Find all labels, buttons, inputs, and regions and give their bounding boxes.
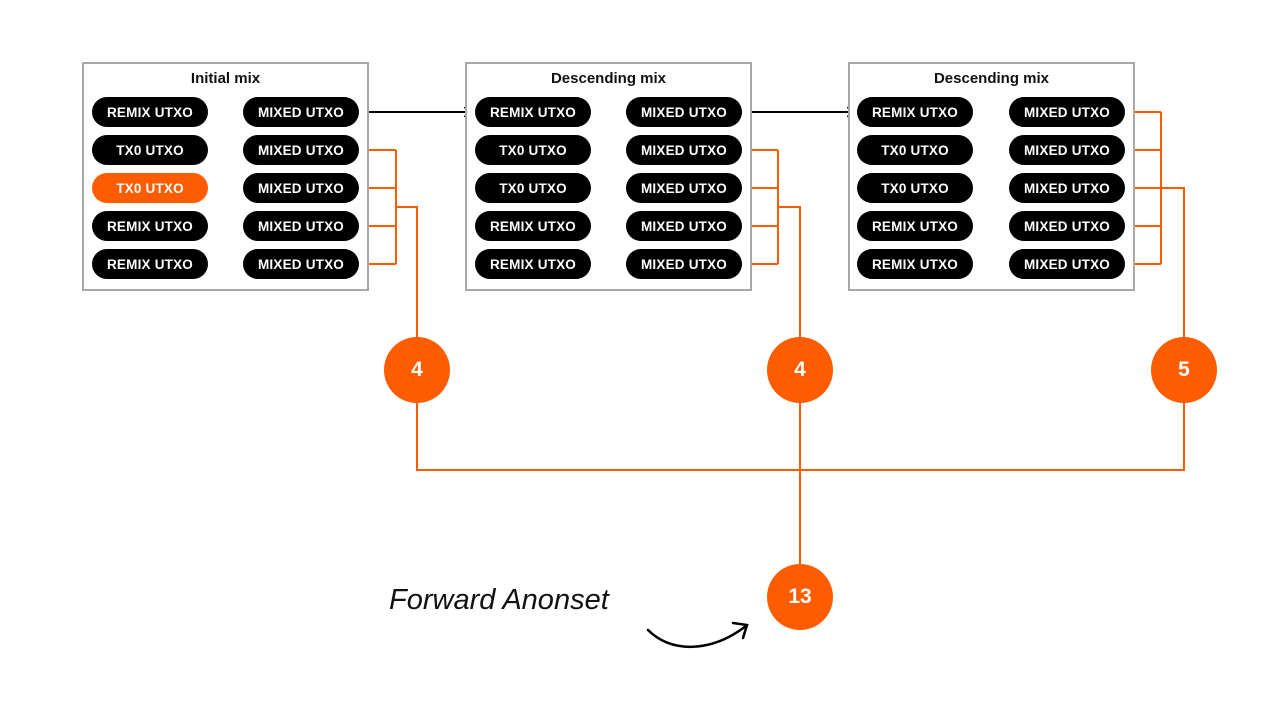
output-utxo-pill: MIXED UTXO: [626, 211, 742, 241]
mix-title: Descending mix: [933, 70, 1050, 87]
total-connectors: [416, 402, 1185, 565]
total-anonset-badge: 13: [767, 564, 833, 630]
mix1-count-connectors: [360, 149, 418, 338]
input-utxo-pill: REMIX UTXO: [92, 211, 208, 241]
output-utxo-pill: MIXED UTXO: [1009, 173, 1125, 203]
output-utxo-pill: MIXED UTXO: [1009, 97, 1125, 127]
input-utxo-pill: REMIX UTXO: [857, 97, 973, 127]
input-utxo-pill: TX0 UTXO: [857, 173, 973, 203]
input-utxo-pill: REMIX UTXO: [857, 249, 973, 279]
input-utxo-pill: REMIX UTXO: [475, 97, 591, 127]
output-utxo-pill: MIXED UTXO: [1009, 135, 1125, 165]
mix-title: Descending mix: [550, 70, 667, 87]
count-badge-descending-mix-1: 4: [767, 337, 833, 403]
caption-forward-anonset: Forward Anonset: [389, 584, 609, 616]
mix3-count-connectors: [1126, 111, 1185, 338]
output-utxo-pill: MIXED UTXO: [626, 249, 742, 279]
output-utxo-pill: MIXED UTXO: [1009, 211, 1125, 241]
output-utxo-pill: MIXED UTXO: [243, 173, 359, 203]
input-utxo-pill-highlighted: TX0 UTXO: [92, 173, 208, 203]
input-utxo-pill: REMIX UTXO: [475, 249, 591, 279]
mix-title: Initial mix: [190, 70, 261, 87]
input-utxo-pill: TX0 UTXO: [475, 173, 591, 203]
output-utxo-pill: MIXED UTXO: [626, 97, 742, 127]
caption-arrow: [646, 621, 749, 649]
input-utxo-pill: REMIX UTXO: [857, 211, 973, 241]
input-utxo-pill: REMIX UTXO: [92, 249, 208, 279]
input-utxo-pill: TX0 UTXO: [475, 135, 591, 165]
output-utxo-pill: MIXED UTXO: [243, 211, 359, 241]
input-utxo-pill: REMIX UTXO: [475, 211, 591, 241]
output-utxo-pill: MIXED UTXO: [243, 97, 359, 127]
output-utxo-pill: MIXED UTXO: [1009, 249, 1125, 279]
output-utxo-pill: MIXED UTXO: [626, 135, 742, 165]
output-utxo-pill: MIXED UTXO: [243, 249, 359, 279]
input-utxo-pill: TX0 UTXO: [857, 135, 973, 165]
count-badge-descending-mix-2: 5: [1151, 337, 1217, 403]
input-utxo-pill: REMIX UTXO: [92, 97, 208, 127]
output-utxo-pill: MIXED UTXO: [243, 135, 359, 165]
input-utxo-pill: TX0 UTXO: [92, 135, 208, 165]
mix2-count-connectors: [743, 149, 801, 338]
count-badge-initial-mix: 4: [384, 337, 450, 403]
output-utxo-pill: MIXED UTXO: [626, 173, 742, 203]
